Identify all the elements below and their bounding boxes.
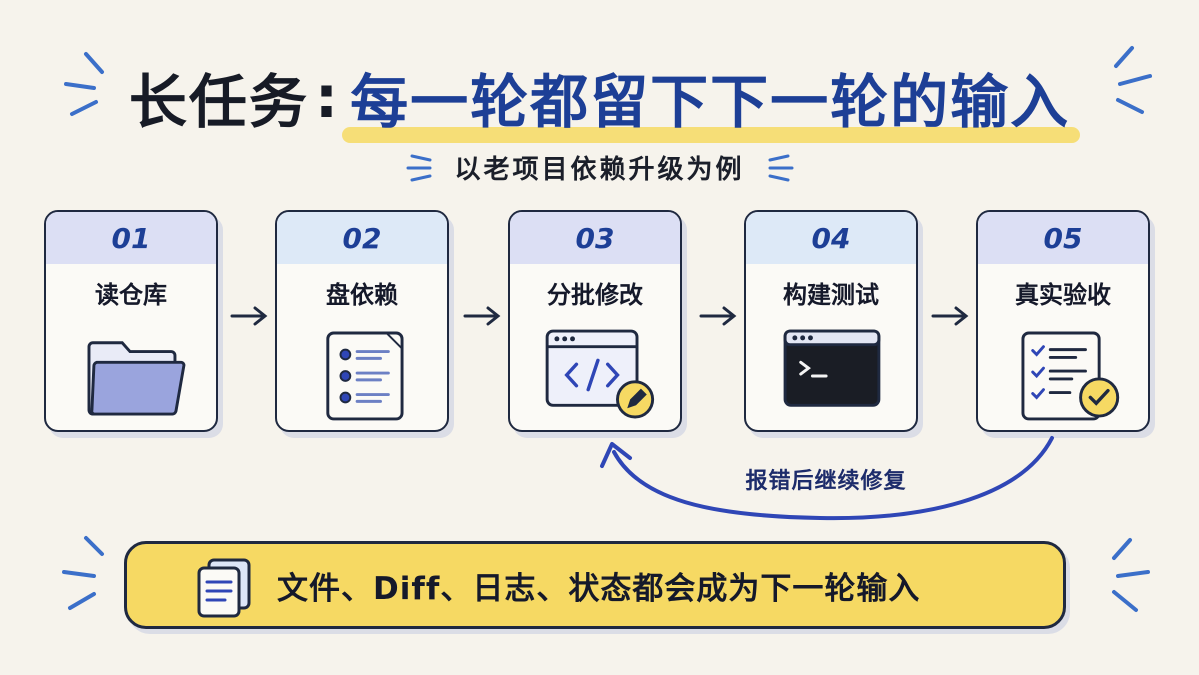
- step-label: 分批修改: [547, 280, 643, 309]
- step-label: 真实验收: [1015, 280, 1111, 309]
- burst-decoration-bottom-left: [62, 536, 104, 610]
- summary-banner: 文件、Diff、日志、状态都会成为下一轮输入: [124, 541, 1066, 629]
- step-card-02: 02 盘依赖: [275, 210, 449, 432]
- arrow-right-icon: [230, 306, 268, 326]
- step-card-01: 01 读仓库: [44, 210, 218, 432]
- title-part2-text: 每一轮都留下下一轮的输入: [350, 68, 1071, 136]
- step-label: 构建测试: [783, 280, 879, 309]
- loop-label: 报错后继续修复: [745, 469, 907, 494]
- step-card-04: 04 构建测试: [744, 210, 918, 432]
- checklist-check-icon: [1021, 331, 1120, 421]
- title-part2: 每一轮都留下下一轮的输入: [342, 55, 1081, 143]
- code-edit-icon: [545, 329, 655, 419]
- step-card-05: 05 真实验收: [976, 210, 1150, 432]
- burst-decoration-bottom-right: [1112, 538, 1150, 612]
- page-title: 长任务 : 每一轮都留下下一轮的输入: [0, 52, 1199, 143]
- step-label: 读仓库: [95, 280, 167, 309]
- burst-decoration-top-left: [64, 52, 104, 116]
- banner-text: 文件、Diff、日志、状态都会成为下一轮输入: [277, 570, 921, 607]
- burst-decoration-top-right: [1114, 46, 1152, 114]
- title-part1: 长任务: [128, 68, 309, 136]
- step-card-03: 03 分批修改: [508, 210, 682, 432]
- step-number-band: 01: [46, 212, 216, 264]
- subtitle: 以老项目依赖升级为例: [454, 154, 745, 185]
- step-number-band: 03: [510, 212, 680, 264]
- subtitle-marks-right: [768, 154, 794, 182]
- step-label: 盘依赖: [326, 280, 398, 309]
- checklist-icon: [326, 331, 404, 421]
- folder-icon: [87, 341, 186, 416]
- terminal-icon: [783, 329, 881, 407]
- documents-icon: [197, 558, 251, 618]
- step-number-band: 05: [978, 212, 1148, 264]
- subtitle-marks-left: [406, 154, 432, 182]
- title-separator: :: [314, 63, 341, 131]
- step-number-band: 02: [277, 212, 447, 264]
- arrow-right-icon: [931, 306, 969, 326]
- arrow-right-icon: [699, 306, 737, 326]
- arrow-right-icon: [463, 306, 501, 326]
- step-number-band: 04: [746, 212, 916, 264]
- loop-back-arrow: [600, 436, 1054, 521]
